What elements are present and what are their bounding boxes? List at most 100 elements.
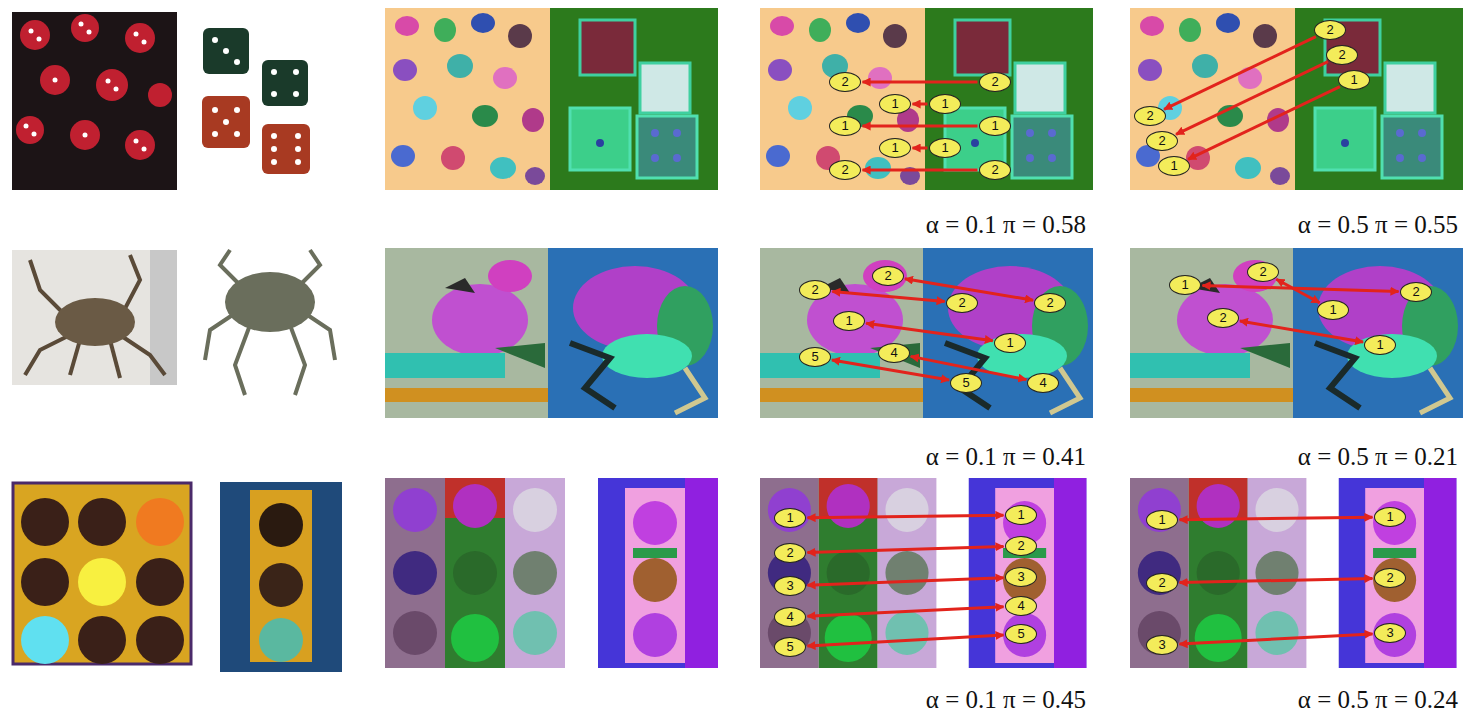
match-arrow [807,607,1003,616]
match-arrow [807,515,1003,518]
callout-number: 5 [811,350,818,364]
callout-number: 1 [1017,508,1024,522]
callout-number: 1 [1386,510,1393,524]
callout-number: 2 [1158,576,1165,590]
callout-number: 4 [786,610,793,624]
callout-ellipse: 2 [979,72,1011,92]
callout-ellipse: 2 [1005,536,1037,556]
callout-ellipse: 1 [879,138,911,158]
callout-ellipse: 1 [1158,156,1190,176]
callout-ellipse: 1 [774,508,806,528]
callout-ellipse: 5 [950,373,982,393]
callout-ellipse: 2 [1207,308,1239,328]
match-arrow [1179,517,1372,520]
match-arrow [863,125,978,128]
callout-ellipse: 1 [994,333,1026,353]
callout-number: 5 [786,640,793,654]
match-arrow [1179,634,1372,644]
callout-ellipse: 2 [1374,568,1406,588]
match-arrow [863,169,978,172]
callout-ellipse: 3 [1374,623,1406,643]
callout-ellipse: 2 [799,280,831,300]
match-arrow [1179,578,1372,582]
match-arrow [1188,87,1340,160]
callout-number: 2 [991,75,998,89]
callout-ellipse: 1 [929,138,961,158]
callout-ellipse: 1 [1374,507,1406,527]
callout-number: 2 [1326,23,1333,37]
callout-ellipse: 3 [774,576,806,596]
callout-number: 1 [1006,336,1013,350]
match-arrow [1202,286,1398,292]
callout-ellipse: 3 [1005,567,1037,587]
callout-number: 1 [786,511,793,525]
parameter-caption: α = 0.1 π = 0.58 [924,210,1088,240]
match-arrow [913,147,928,150]
callout-number: 2 [1338,48,1345,62]
callout-ellipse: 2 [946,293,978,313]
parameter-caption: α = 0.1 π = 0.45 [924,685,1088,715]
callout-ellipse: 4 [878,343,910,363]
callout-number: 2 [991,163,998,177]
match-arrow [832,360,949,380]
callout-number: 1 [891,97,898,111]
callout-ellipse: 2 [829,160,861,180]
match-arrow [1176,62,1328,135]
callout-number: 5 [1017,627,1024,641]
callout-number: 2 [884,269,891,283]
callout-ellipse: 1 [1005,505,1037,525]
callout-ellipse: 1 [929,94,961,114]
match-arrow [1164,37,1316,110]
callout-ellipse: 1 [879,94,911,114]
callout-number: 1 [1170,159,1177,173]
callout-number: 1 [891,141,898,155]
callout-number: 2 [1017,539,1024,553]
match-arrow [807,578,1003,586]
callout-ellipse: 2 [979,160,1011,180]
callout-number: 3 [1158,638,1165,652]
callout-number: 2 [1146,109,1153,123]
callout-number: 4 [1039,376,1046,390]
parameter-caption: α = 0.5 π = 0.21 [1296,442,1460,472]
callout-number: 1 [1350,73,1357,87]
callout-number: 1 [941,141,948,155]
match-arrow [832,292,944,302]
callout-ellipse: 1 [1169,275,1201,295]
callout-ellipse: 1 [1146,510,1178,530]
callout-number: 4 [890,346,897,360]
callout-number: 1 [841,119,848,133]
callout-ellipse: 2 [1247,262,1279,282]
callout-ellipse: 1 [1317,300,1349,320]
callout-number: 2 [1219,311,1226,325]
callout-number: 3 [786,579,793,593]
callout-ellipse: 2 [1134,106,1166,126]
callout-ellipse: 4 [774,607,806,627]
parameter-caption: α = 0.1 π = 0.41 [924,442,1088,472]
callout-ellipse: 2 [774,543,806,563]
callout-ellipse: 1 [829,116,861,136]
callout-number: 5 [962,376,969,390]
callout-number: 1 [845,314,852,328]
callout-ellipse: 2 [829,72,861,92]
callout-number: 2 [1259,265,1266,279]
callout-number: 2 [811,283,818,297]
callout-number: 1 [1329,303,1336,317]
callout-number: 3 [1386,626,1393,640]
match-arrow [863,81,978,84]
callout-ellipse: 1 [833,311,865,331]
match-arrow [1240,321,1363,342]
callout-number: 2 [1158,134,1165,148]
callout-number: 1 [991,119,998,133]
parameter-caption: α = 0.5 π = 0.24 [1296,685,1460,715]
callout-ellipse: 2 [1146,573,1178,593]
callout-ellipse: 2 [872,266,904,286]
callout-ellipse: 5 [1005,624,1037,644]
callout-number: 3 [1017,570,1024,584]
callout-number: 4 [1017,599,1024,613]
match-arrow [1276,279,1319,302]
callout-number: 1 [941,97,948,111]
callout-ellipse: 5 [799,347,831,367]
callout-ellipse: 1 [1364,335,1396,355]
